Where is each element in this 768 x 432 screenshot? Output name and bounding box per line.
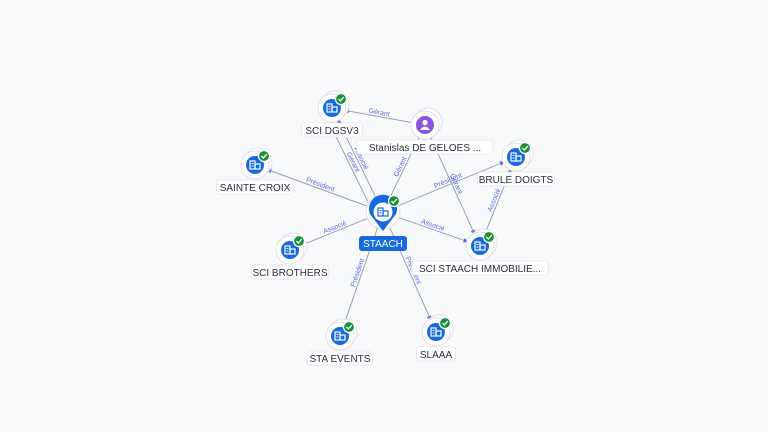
node-label: Stanislas DE GELOES ... (356, 139, 494, 155)
node-label: STA EVENTS (306, 350, 374, 366)
svg-text:SCI STAACH IMMOBILIE...: SCI STAACH IMMOBILIE... (419, 264, 541, 275)
node-label: SCI BROTHERS (251, 264, 329, 280)
center-label: STAACH (359, 236, 407, 251)
building-icon (284, 245, 296, 255)
node-slaaa[interactable]: SLAAA (416, 314, 456, 362)
node-events[interactable]: STA EVENTS (306, 318, 374, 366)
check-icon (438, 316, 452, 330)
check-icon (257, 149, 271, 163)
node-stanislas[interactable]: Stanislas DE GELOES ... (356, 107, 494, 155)
node-brule[interactable]: BRULE DOIGTS (477, 139, 555, 187)
building-icon (249, 160, 261, 170)
check-icon (482, 230, 496, 244)
building-icon (430, 327, 442, 337)
building-icon (326, 103, 338, 113)
node-label: SLAAA (416, 346, 456, 362)
node-label: SCI DGSV3 (301, 122, 363, 138)
node-sainte[interactable]: SAINTE CROIX (216, 147, 294, 195)
edge-stanislas-dgsv3: Gérant (343, 108, 413, 124)
person-icon (420, 119, 430, 130)
svg-text:BRULE DOIGTS: BRULE DOIGTS (479, 175, 554, 186)
building-icon (377, 207, 389, 217)
check-icon (292, 234, 306, 248)
svg-text:STAACH: STAACH (363, 239, 403, 250)
node-immob[interactable]: SCI STAACH IMMOBILIE... (411, 228, 549, 276)
building-icon (334, 331, 346, 341)
check-icon (342, 320, 356, 334)
svg-text:Stanislas DE GELOES ...: Stanislas DE GELOES ... (369, 143, 481, 154)
node-brothers[interactable]: SCI BROTHERS (251, 232, 329, 280)
edge-label: Associé (420, 218, 446, 233)
node-label: SCI STAACH IMMOBILIE... (411, 260, 549, 276)
edge-label: Associé (323, 220, 348, 236)
svg-text:SAINTE CROIX: SAINTE CROIX (220, 183, 291, 194)
svg-text:SLAAA: SLAAA (420, 350, 453, 361)
check-icon (518, 141, 532, 155)
svg-text:SCI BROTHERS: SCI BROTHERS (252, 268, 327, 279)
edge-label: Gérant (393, 156, 409, 178)
building-icon (474, 241, 486, 251)
edge-label: Associé (487, 187, 503, 212)
node-label: BRULE DOIGTS (477, 171, 555, 187)
check-icon (334, 92, 348, 106)
edge-label: Président (350, 258, 366, 288)
edge-label: Gérant (368, 108, 390, 119)
svg-text:STA EVENTS: STA EVENTS (310, 354, 371, 365)
svg-text:SCI DGSV3: SCI DGSV3 (305, 126, 359, 137)
check-icon (387, 194, 401, 208)
node-dgsv3[interactable]: SCI DGSV3 (301, 90, 363, 138)
building-icon (510, 152, 522, 162)
center-node[interactable]: STAACH (359, 194, 407, 251)
node-label: SAINTE CROIX (216, 179, 294, 195)
